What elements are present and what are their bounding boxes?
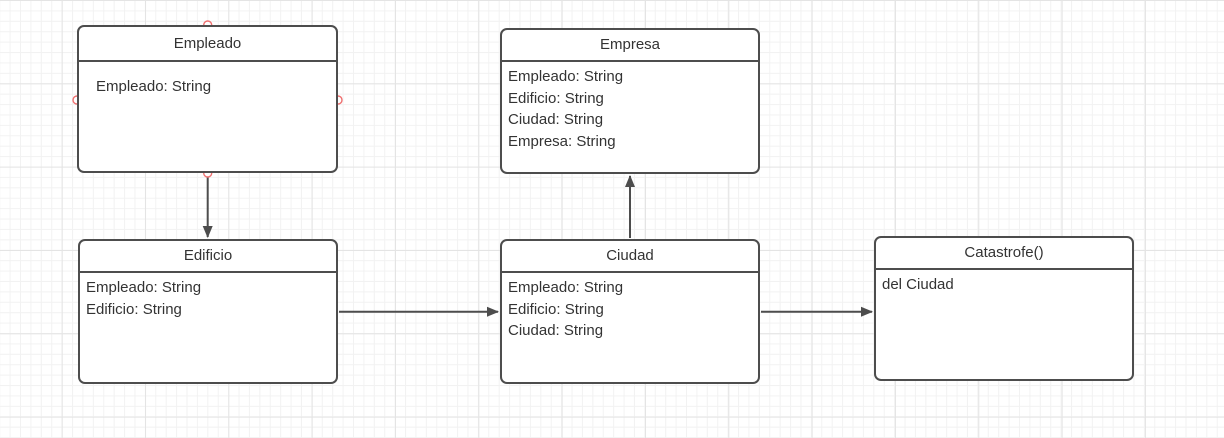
class-attribute: Ciudad: String bbox=[508, 322, 604, 340]
class-body: Empleado: String Edificio: String bbox=[80, 273, 336, 320]
class-attribute: del Ciudad bbox=[882, 276, 954, 293]
class-attribute: Empleado: String bbox=[508, 279, 624, 296]
class-attribute: Empresa: String bbox=[508, 132, 616, 150]
class-box-edificio[interactable]: Edificio Empleado: String Edificio: Stri… bbox=[78, 239, 338, 384]
class-body: Empleado: String Edificio: String Ciudad… bbox=[502, 62, 758, 152]
class-attribute: Edificio: String bbox=[508, 300, 604, 318]
class-body: Empleado: String Edificio: String Ciudad… bbox=[502, 273, 758, 342]
class-attribute: Empleado: String bbox=[508, 68, 624, 85]
class-body: del Ciudad bbox=[876, 270, 1132, 296]
class-box-catastrofe[interactable]: Catastrofe() del Ciudad bbox=[874, 236, 1134, 381]
class-title: Empresa bbox=[502, 30, 758, 62]
class-title: Empleado bbox=[79, 27, 336, 62]
class-box-ciudad[interactable]: Ciudad Empleado: String Edificio: String… bbox=[500, 239, 760, 384]
class-title: Catastrofe() bbox=[876, 238, 1132, 270]
class-box-empleado[interactable]: Empleado Empleado: String bbox=[77, 25, 338, 173]
class-title: Edificio bbox=[80, 241, 336, 273]
class-attribute: Edificio: String bbox=[86, 300, 182, 318]
class-title: Ciudad bbox=[502, 241, 758, 273]
class-body: Empleado: String bbox=[79, 62, 336, 98]
class-attribute: Empleado: String bbox=[86, 279, 202, 296]
class-box-empresa[interactable]: Empresa Empleado: String Edificio: Strin… bbox=[500, 28, 760, 174]
class-attribute: Edificio: String bbox=[508, 89, 604, 107]
class-attribute: Ciudad: String bbox=[508, 111, 604, 129]
class-attribute: Empleado: String bbox=[96, 78, 212, 95]
